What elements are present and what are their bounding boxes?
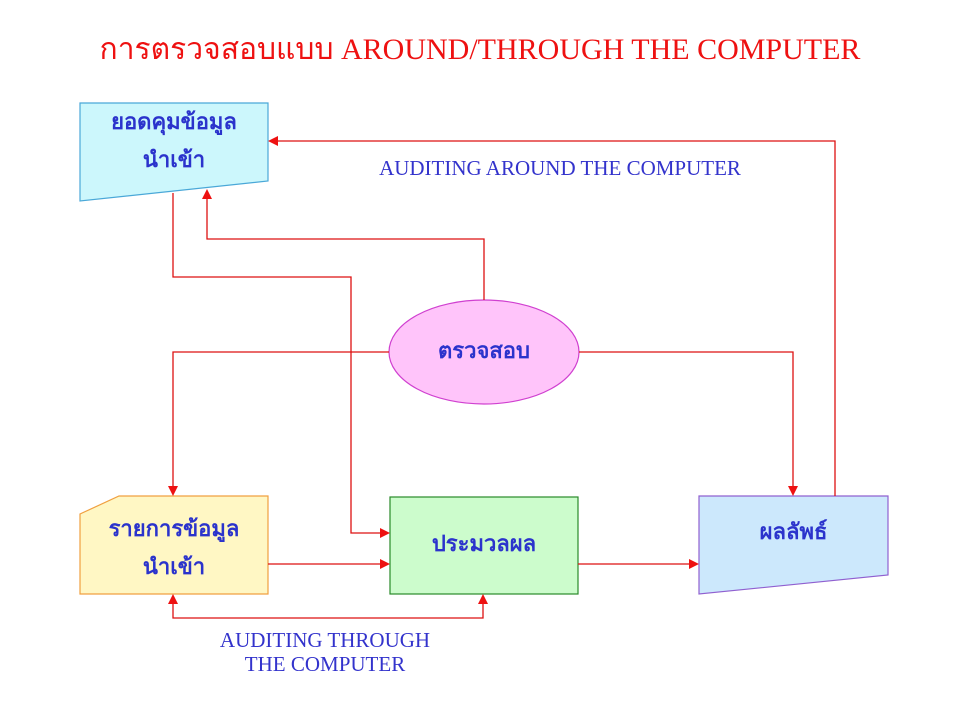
connector-output-to-control-total — [268, 136, 836, 496]
connector-through-left — [168, 594, 323, 619]
control-total-line1: ยอดคุมข้อมูล — [111, 110, 237, 135]
audit-label: ตรวจสอบ — [438, 339, 530, 364]
connector-through-right — [323, 594, 488, 619]
auditing-around-label: AUDITING AROUND THE COMPUTER — [379, 156, 741, 180]
connector-control-total-to-processing — [172, 193, 390, 538]
connector-audit-to-transactions — [168, 351, 389, 496]
processing-label: ประมวลผล — [431, 532, 537, 557]
auditing-through-label: AUDITING THROUGH THE COMPUTER — [200, 628, 450, 676]
control-total-label: ยอดคุมข้อมูล นำเข้า — [80, 104, 268, 180]
auditing-through-line1: AUDITING THROUGH — [219, 628, 431, 652]
transactions-label: รายการข้อมูล นำเข้า — [80, 511, 268, 587]
transactions-line2: นำเข้า — [142, 555, 206, 580]
node-input-control-total — [79, 102, 269, 202]
auditing-through-line2: THE COMPUTER — [244, 652, 406, 676]
node-output — [698, 495, 889, 595]
control-total-line2: นำเข้า — [142, 148, 206, 173]
connector-audit-to-control-total — [202, 189, 485, 300]
diagram-title: การตรวจสอบแบบ AROUND/THROUGH THE COMPUTE… — [99, 33, 861, 66]
output-label: ผลลัพธ์ — [759, 520, 828, 545]
node-processing — [389, 496, 579, 595]
transactions-line1: รายการข้อมูล — [108, 517, 240, 542]
connector-audit-to-output — [579, 351, 798, 496]
